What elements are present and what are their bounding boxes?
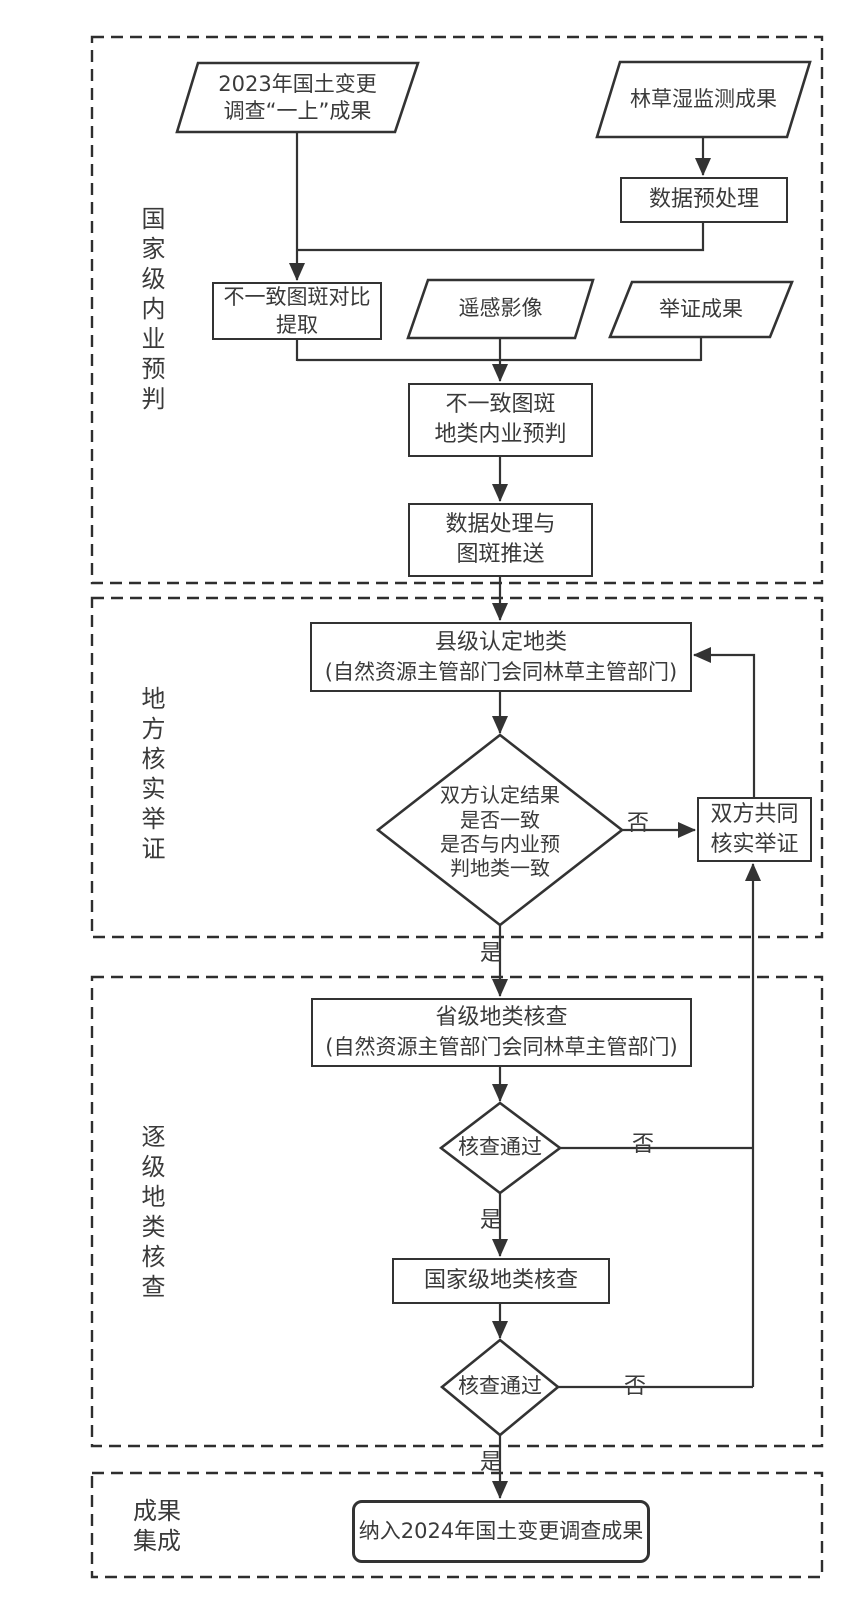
process-data-preprocessing: 数据预处理 (620, 177, 788, 223)
section-4-label: 成果集成 (133, 1497, 181, 1555)
section-3-label: 逐级地类核查 (137, 1124, 165, 1304)
process-national-land-type-check: 国家级地类核查 (392, 1258, 610, 1304)
output-2024-survey-results: 纳入2024年国土变更调查成果 (352, 1500, 650, 1563)
section-4-frame (90, 1471, 824, 1579)
section-3-frame (90, 975, 824, 1448)
edge-label-yes-national: 是 (480, 1450, 503, 1475)
section-2-frame (90, 596, 824, 939)
diamond-consistency-check (375, 733, 625, 927)
edge-label-no-consistency: 否 (627, 811, 650, 836)
process-joint-verification: 双方共同 核实举证 (697, 797, 812, 862)
edge-label-yes-provincial: 是 (480, 1208, 503, 1233)
process-indoor-prejudgment: 不一致图斑 地类内业预判 (408, 383, 593, 457)
process-county-land-type-determination: 县级认定地类 (自然资源主管部门会同林草主管部门) (310, 622, 692, 692)
diamond-provincial-pass (438, 1101, 563, 1195)
diamond-national-pass (439, 1338, 561, 1437)
edge-label-no-national: 否 (624, 1374, 647, 1399)
section-2-label: 地方核实举证 (137, 686, 165, 866)
parallelogram-evidence-results (608, 280, 794, 339)
edge-label-no-provincial: 否 (632, 1132, 655, 1157)
section-1-label: 国家级内业预判 (137, 206, 165, 416)
process-data-processing-push: 数据处理与 图斑推送 (408, 503, 593, 577)
parallelogram-2023-survey (175, 61, 420, 134)
arrow-joint-to-county (693, 647, 756, 797)
process-inconsistent-patch-extraction: 不一致图斑对比 提取 (212, 282, 382, 340)
edge-label-yes-consistency: 是 (480, 941, 503, 966)
parallelogram-remote-sensing (406, 278, 595, 340)
parallelogram-forest-monitoring (595, 60, 812, 139)
section-1-frame (90, 35, 824, 585)
line-preprocess-join (297, 223, 705, 252)
process-provincial-land-type-check: 省级地类核查 (自然资源主管部门会同林草主管部门) (311, 998, 692, 1067)
